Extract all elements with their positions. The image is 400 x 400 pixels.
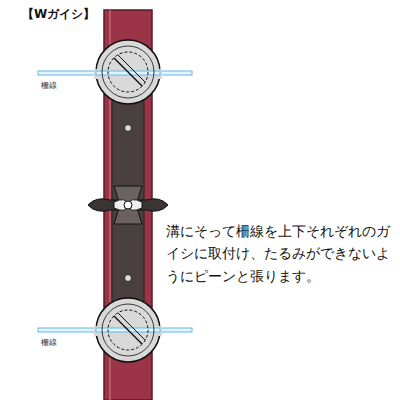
insulator-bottom [94,298,162,362]
insulator-top [94,40,162,104]
wire-label: 柵線 [40,80,58,91]
diagram-title: 【Wガイシ】 [22,6,95,23]
insulator-strip [112,70,144,332]
fence-wire [38,71,192,332]
wire-label: 柵線 [40,337,58,348]
strip-hole [125,125,132,132]
instruction-note: 溝にそって柵線を上下それぞれのガイシに取付け、たるみができないようにピーンと張り… [166,220,394,287]
wing-bolt [88,186,168,224]
strip-hole [125,275,132,282]
